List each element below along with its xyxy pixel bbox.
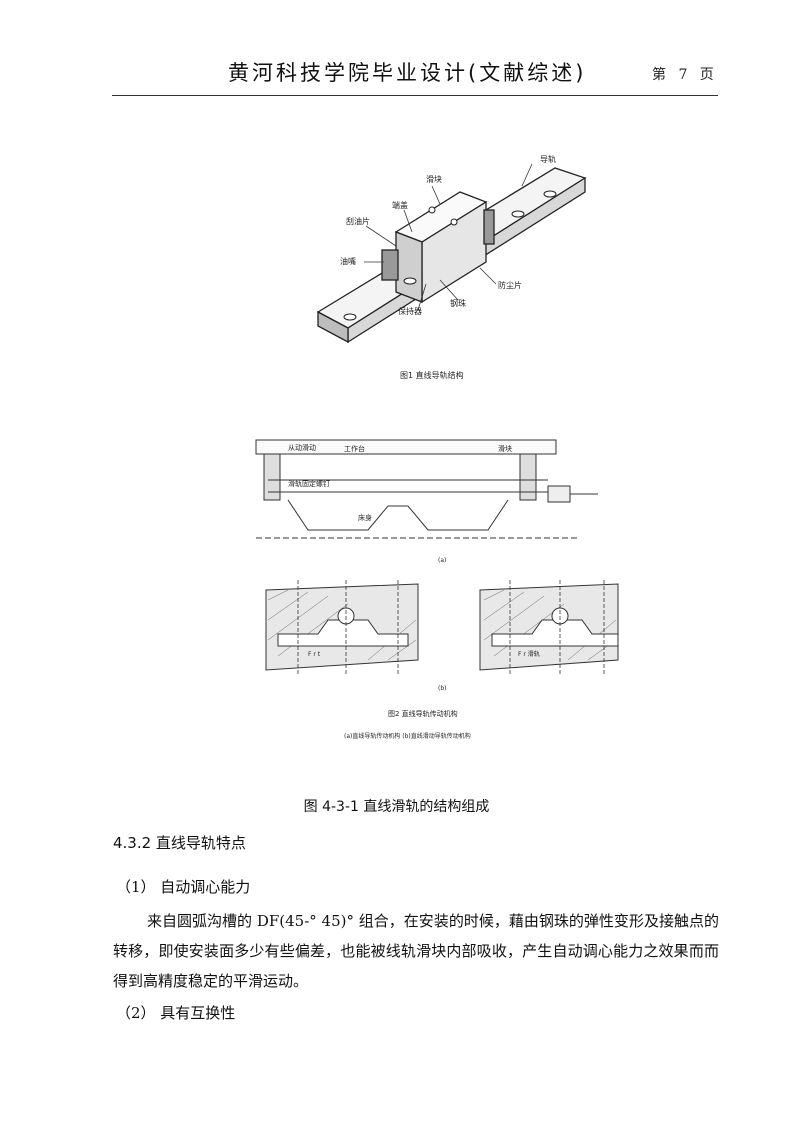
list-item-self-alignment: （1） 自动调心能力 [116, 878, 251, 896]
label-block: 滑块 [426, 174, 442, 184]
fig1-caption: 图1 直线导轨结构 [400, 370, 464, 380]
fig2-subcaption: (a)直线导轨传动机构 (b)直线滑动导轨传动机构 [344, 732, 471, 740]
label-a: (a) [438, 557, 446, 564]
label-driven: 从动滑动 [288, 443, 316, 452]
label-b: (b) [438, 685, 447, 692]
section-heading: 4.3.2 直线导轨特点 [113, 834, 246, 852]
label-bed: 床身 [358, 513, 372, 522]
label-dust: 防尘片 [498, 280, 522, 290]
label-work-table: 工作台 [344, 444, 365, 453]
body-paragraph: 来自圆弧沟槽的 DF(45-° 45)° 组合，在安装的时候，藉由钢珠的弹性变形… [113, 912, 719, 990]
label-note-b2: F r 滑轨 [518, 650, 540, 658]
label-seal: 端盖 [392, 200, 408, 210]
label-slider: 滑块 [498, 444, 512, 453]
label-retainer: 保持器 [398, 306, 422, 316]
label-ball: 钢珠 [450, 298, 466, 308]
figure-linear-guide-mechanism: 从动滑动 工作台 滑块 滑轨固定螺钉 床身 (a) F r t F r 滑轨 (… [255, 439, 619, 740]
figure-caption: 图 4-3-1 直线滑轨的结构组成 [303, 799, 490, 815]
header-divider [112, 95, 718, 96]
label-note-b1: F r t [308, 651, 321, 658]
label-rail: 导轨 [540, 154, 556, 164]
document-header-title: 黄河科技学院毕业设计(文献综述) [228, 61, 587, 85]
fig2-caption: 图2 直线导轨传动机构 [388, 709, 458, 718]
figure-linear-guide-structure: 导轨 滑块 端盖 刮油片 油嘴 防尘片 钢珠 保持器 图1 直线导轨结构 [316, 154, 587, 380]
list-item-interchangeability: （2） 具有互换性 [116, 1004, 236, 1022]
label-grease: 油嘴 [340, 256, 356, 266]
label-rail-fix: 滑轨固定螺钉 [288, 479, 330, 488]
label-scraper: 刮油片 [346, 216, 370, 226]
page-number: 第 7 页 [652, 67, 718, 83]
